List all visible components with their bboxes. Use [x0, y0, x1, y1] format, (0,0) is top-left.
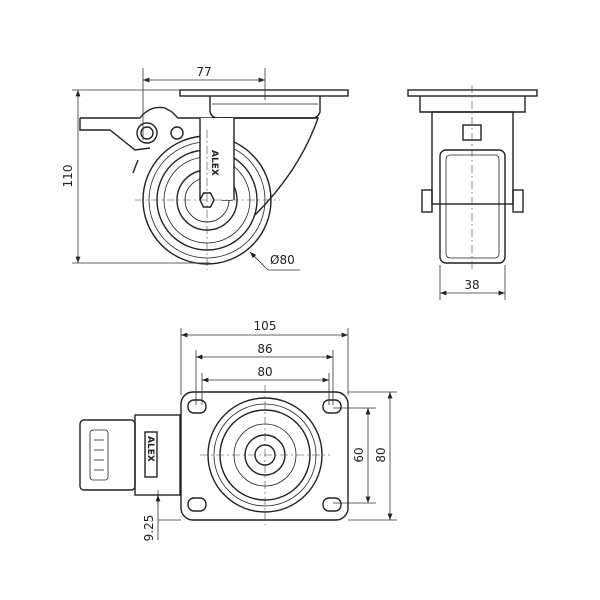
- axle-hex-nut: [199, 192, 215, 208]
- brake-pivot: [136, 122, 158, 144]
- brake-pedal: ALEX: [79, 414, 181, 496]
- top-view: ALEX 105 86 80 60 80 9.25: [79, 319, 397, 542]
- dim-diameter-label: Ø80: [270, 253, 295, 267]
- dim-77-label: 77: [196, 65, 211, 79]
- front-wheel: [439, 149, 506, 264]
- logo-top: ALEX: [145, 436, 155, 462]
- dim-60-label: 60: [352, 447, 366, 462]
- dim-105-label: 105: [254, 319, 277, 333]
- side-view: ALEX 77 110 Ø80: [61, 65, 349, 271]
- mounting-slots: [187, 399, 342, 512]
- dim-38-label: 38: [464, 278, 479, 292]
- front-top-plate: [407, 89, 538, 97]
- logo-side: ALEX: [209, 150, 219, 176]
- dim-110-label: 110: [61, 165, 75, 188]
- axle-nut-left: [421, 189, 433, 213]
- mounting-plate: [180, 391, 349, 521]
- front-view: 38: [407, 85, 538, 300]
- top-plate: [179, 89, 349, 97]
- dim-80-horizontal-label: 80: [257, 365, 272, 379]
- dim-9-25-label: 9.25: [142, 515, 156, 542]
- axle-nut-right: [512, 189, 524, 213]
- dim-80-vertical-label: 80: [374, 447, 388, 462]
- dim-86-label: 86: [257, 342, 272, 356]
- front-fork: [431, 111, 514, 205]
- fork-body: [200, 117, 319, 216]
